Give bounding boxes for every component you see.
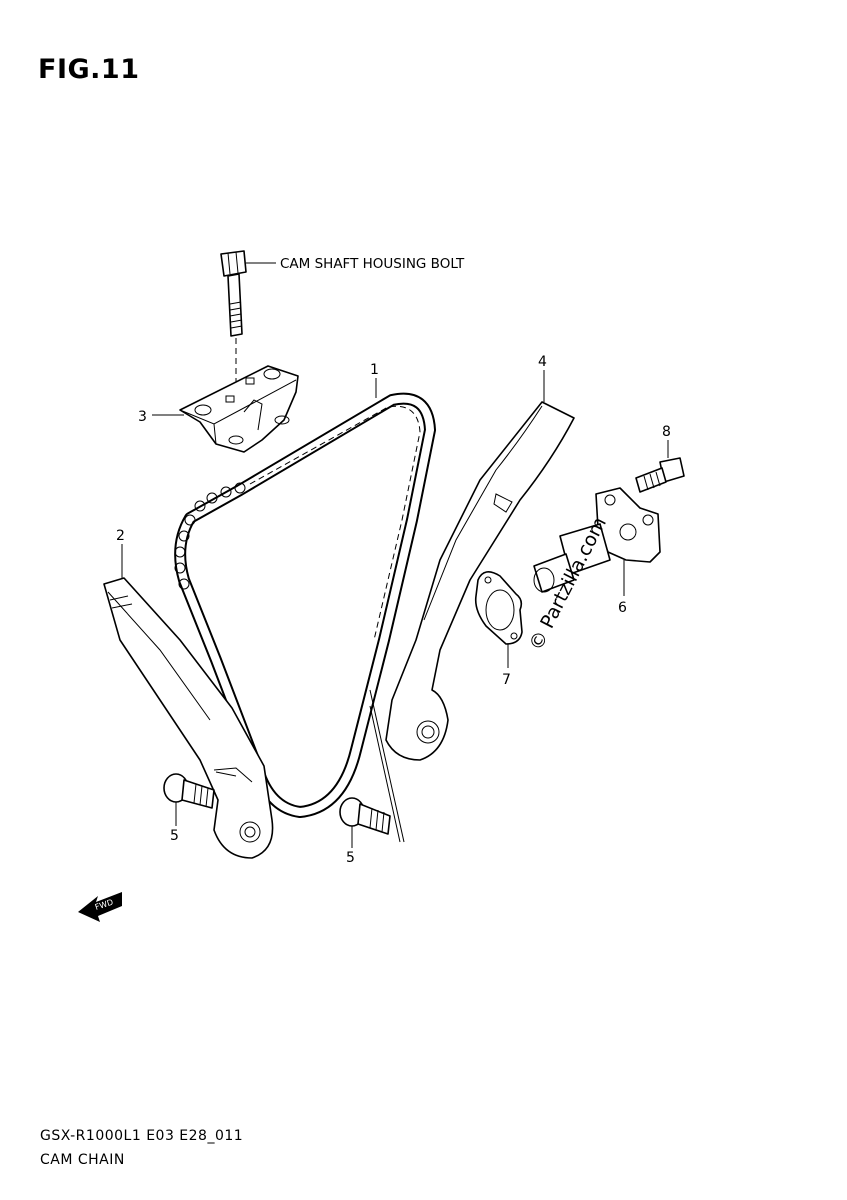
ref-5-left: 5 [170,828,179,844]
housing-bolt-callout: CAM SHAFT HOUSING BOLT [280,256,465,272]
ref-4: 4 [538,354,547,370]
section-name: CAM CHAIN [40,1152,125,1168]
tensioner-adjuster [533,487,661,593]
ref-8: 8 [662,424,671,440]
ref-6: 6 [618,600,627,616]
guide-bolt-right [339,797,391,835]
model-code: GSX-R1000L1 E03 E28_011 [40,1128,244,1144]
chain-tensioner-guide [103,577,274,859]
ref-7: 7 [502,672,511,688]
housing-bolt [220,250,247,337]
fwd-arrow-icon: FWD [78,892,122,922]
ref-3: 3 [138,409,147,425]
ref-2: 2 [116,528,125,544]
ref-1: 1 [370,362,379,378]
ref-5-right: 5 [346,850,355,866]
adjuster-bolt [635,457,685,493]
chain-guide [385,401,575,761]
tensioner-gasket [474,571,523,645]
chain-guide-bracket [179,365,299,453]
cam-chain [174,392,436,818]
figure-title: FIG.11 [38,54,140,85]
guide-bolt-left [163,773,215,809]
